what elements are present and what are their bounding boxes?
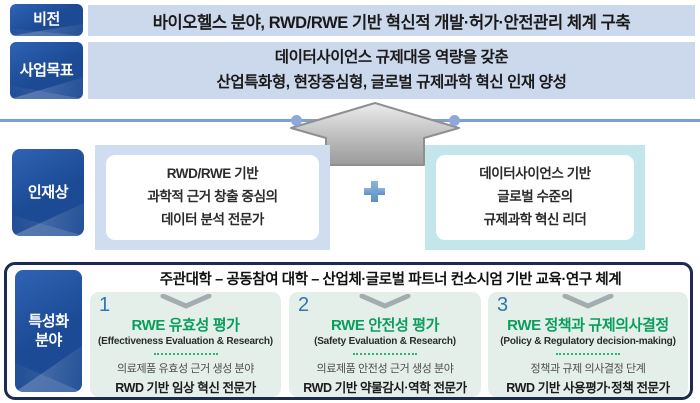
card-expert: RWD 기반 약물감시·역학 전문가 — [303, 381, 467, 395]
talent-right-line3: 규제과학 혁신 리더 — [483, 211, 587, 227]
line-endpoint-dot-left — [291, 115, 302, 126]
chevron-down-icon — [160, 294, 211, 309]
specialization-ribbon-line2: 분야 — [35, 332, 62, 349]
talent-left-line3: 데이터 분석 전문가 — [161, 211, 264, 227]
card-expert: RWD 기반 임상 혁신 전문가 — [115, 381, 256, 395]
talent-right-line2: 글로벌 수준의 — [497, 189, 573, 205]
arrow-up-icon — [290, 102, 460, 166]
specialization-ribbon-line1: 특성화 — [28, 312, 69, 330]
plus-icon — [364, 181, 385, 202]
card-title: RWE 유효성 평가 — [131, 317, 240, 334]
talent-left-line2: 과학적 근거 창출 중심의 — [147, 189, 278, 205]
spec-card-policy: 3 RWE 정책과 규제의사결정 (Policy & Regulatory de… — [488, 292, 688, 397]
card-number: 2 — [298, 294, 309, 316]
goal-ribbon-label: 사업목표 — [10, 42, 83, 99]
spec-card-safety: 2 RWE 안전성 평가 (Safety Evaluation & Resear… — [289, 292, 481, 397]
dotted-divider — [353, 353, 417, 355]
consortium-header: 주관대학 – 공동참여 대학 – 산업체·글로벌 파트너 컨소시엄 기반 교육·… — [88, 267, 693, 289]
line-endpoint-dot-right — [449, 115, 460, 126]
talent-left-card: RWD/RWE 기반 과학적 근거 창출 중심의 데이터 분석 전문가 — [106, 155, 319, 240]
spec-card-effectiveness: 1 RWE 유효성 평가 (Effectiveness Evaluation &… — [90, 292, 281, 397]
card-number: 3 — [497, 294, 508, 316]
consortium-header-text: 주관대학 – 공동참여 대학 – 산업체·글로벌 파트너 컨소시엄 기반 교육·… — [159, 271, 622, 288]
vision-ribbon-text: 비전 — [33, 11, 60, 29]
chevron-down-icon — [359, 294, 411, 309]
card-title: RWE 안전성 평가 — [330, 317, 440, 334]
talent-right-card: 데이터사이언스 기반 글로벌 수준의 규제과학 혁신 리더 — [436, 155, 634, 240]
vision-ribbon-label: 비전 — [10, 4, 83, 36]
dotted-divider — [556, 353, 620, 355]
card-expert: RWD 기반 사용평가·정책 전문가 — [506, 381, 670, 395]
chevron-down-icon — [562, 294, 614, 309]
goal-statement-line2: 산업특화형, 현장중심형, 글로벌 규제과학 혁신 인재 양성 — [216, 73, 567, 91]
card-subtitle: (Effectiveness Evaluation & Research) — [98, 336, 273, 347]
talent-left-panel: RWD/RWE 기반 과학적 근거 창출 중심의 데이터 분석 전문가 — [95, 145, 330, 250]
card-number: 1 — [99, 294, 110, 316]
vision-statement-text: 바이오헬스 분야, RWD/RWE 기반 혁신적 개발·허가·안전관리 체계 구… — [152, 13, 631, 32]
card-subtitle: (Policy & Regulatory decision-making) — [500, 336, 676, 347]
card-description: 의료제품 안전성 근거 생성 분야 — [316, 363, 454, 375]
vision-statement: 바이오헬스 분야, RWD/RWE 기반 혁신적 개발·허가·안전관리 체계 구… — [88, 5, 695, 36]
goal-ribbon-text: 사업목표 — [19, 61, 74, 79]
talent-ribbon-label: 인재상 — [12, 149, 84, 236]
goal-statement: 데이터사이언스 규제대응 역량을 갖춘 산업특화형, 현장중심형, 글로벌 규제… — [88, 42, 695, 99]
talent-right-line1: 데이터사이언스 기반 — [479, 166, 591, 182]
talent-right-panel: 데이터사이언스 기반 글로벌 수준의 규제과학 혁신 리더 — [425, 145, 645, 250]
card-subtitle: (Safety Evaluation & Research) — [314, 336, 456, 347]
card-description: 정책과 규제 의사결정 단계 — [530, 363, 646, 375]
card-description: 의료제품 유효성 근거 생성 분야 — [117, 363, 254, 375]
specialization-ribbon-label: 특성화 분야 — [15, 270, 82, 392]
talent-left-line1: RWD/RWE 기반 — [166, 166, 259, 182]
talent-ribbon-text: 인재상 — [27, 183, 69, 201]
dotted-divider — [153, 353, 218, 355]
card-title: RWE 정책과 규제의사결정 — [507, 317, 669, 334]
goal-statement-line1: 데이터사이언스 규제대응 역량을 갖춘 — [274, 48, 509, 66]
